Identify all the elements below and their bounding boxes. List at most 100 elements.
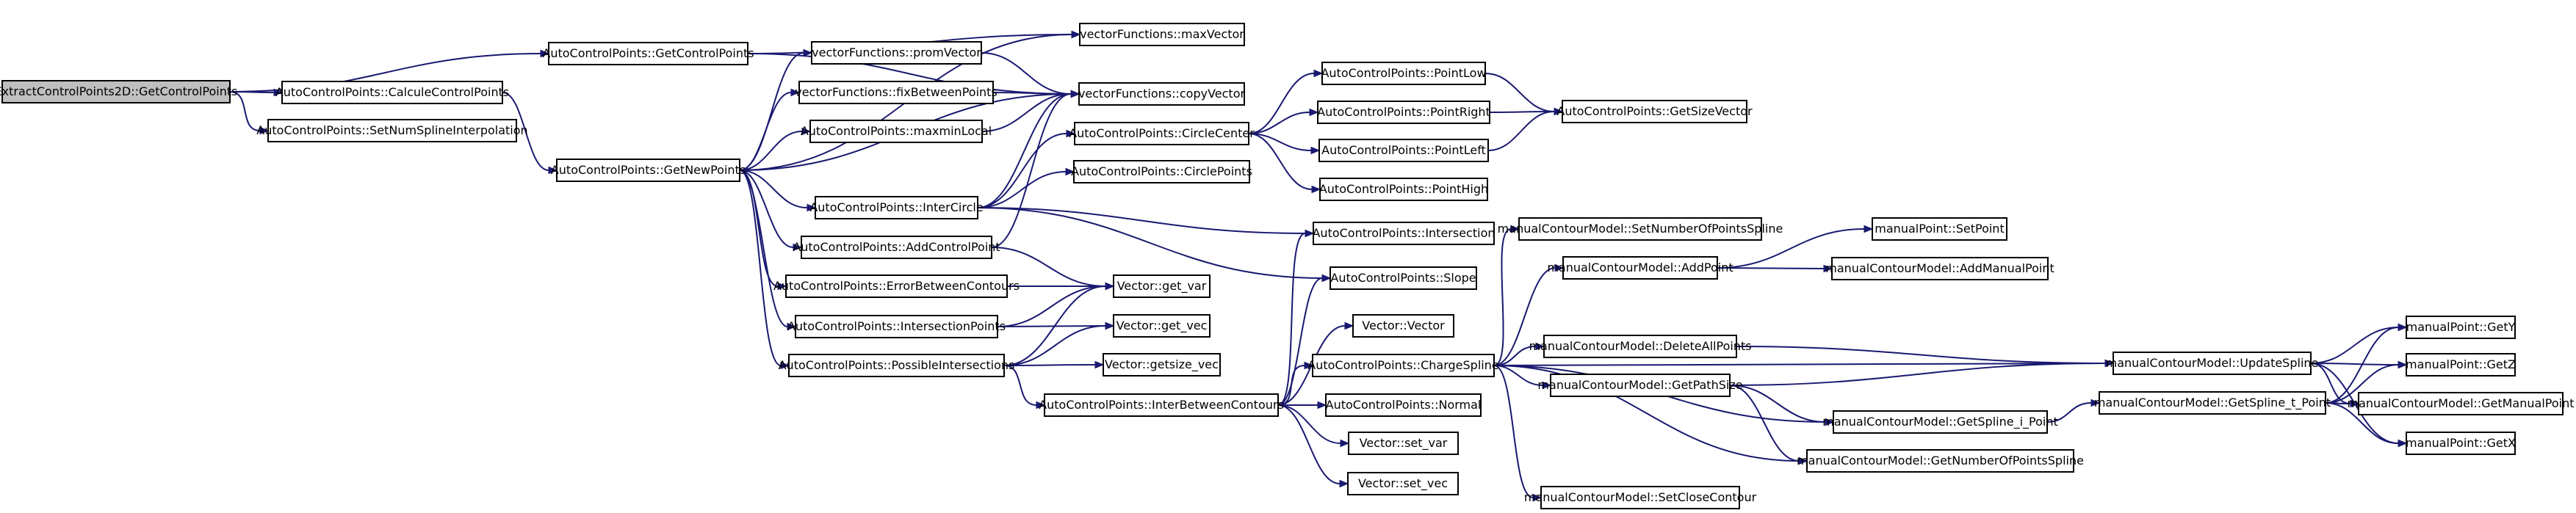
node-autocontrolpoints-getsizevector[interactable]: AutoControlPoints::GetSizeVector <box>1556 100 1753 123</box>
node-manualcontourmodel-getspline-i-point[interactable]: manualContourModel::GetSpline_i_Point <box>1822 410 2058 434</box>
edge-arrowhead <box>1311 185 1321 194</box>
node-vectorfunctions-copyvector[interactable]: vectorFunctions::copyVector <box>1078 82 1246 106</box>
node-manualpoint-getx[interactable]: manualPoint::GetX <box>2406 432 2516 455</box>
node-autocontrolpoints-pointhigh[interactable]: AutoControlPoints::PointHigh <box>1319 178 1488 201</box>
node-manualcontourmodel-deleteallpoints[interactable]: manualContourModel::DeleteAllPoints <box>1529 335 1752 358</box>
edge-line <box>739 170 808 208</box>
node-manualcontourmodel-getmanualpoint[interactable]: manualContourModel::GetManualPoint <box>2347 392 2575 415</box>
node-autocontrolpoints-possibleintersections[interactable]: AutoControlPoints::PossibleIntersections <box>779 354 1015 377</box>
node-vector-vector[interactable]: Vector::Vector <box>1352 314 1454 338</box>
edge-line <box>1277 365 1305 406</box>
node-label: Vector::set_vec <box>1358 476 1448 491</box>
node-box <box>1074 122 1249 145</box>
node-autocontrolpoints-intersection[interactable]: AutoControlPoints::Intersection <box>1312 222 1496 245</box>
edge-possible-to-getsizevec <box>1003 360 1105 369</box>
node-box <box>1833 410 2048 434</box>
node-autocontrolpoints-normal[interactable]: AutoControlPoints::Normal <box>1325 393 1482 417</box>
node-label: Vector::get_var <box>1117 279 1207 294</box>
edge-line <box>1493 267 1556 366</box>
node-manualpoint-gety[interactable]: manualPoint::GetY <box>2406 316 2516 339</box>
node-autocontrolpoints-getcontrolpoints[interactable]: AutoControlPoints::GetControlPoints <box>542 42 754 65</box>
node-autocontrolpoints-slope[interactable]: AutoControlPoints::Slope <box>1330 266 1477 290</box>
edge-interbetween-to-slope <box>1277 274 1332 406</box>
edge-line <box>1729 385 1826 423</box>
node-vectorfunctions-fixbetweenpoints[interactable]: vectorFunctions::fixBetweenPoints <box>795 81 997 104</box>
edge-intercircle-to-circlecenter <box>977 129 1076 208</box>
edge-pointleft-to-getsize <box>1487 107 1564 151</box>
node-box <box>1044 393 1279 417</box>
edge-line <box>1484 73 1555 112</box>
node-manualcontourmodel-addpoint[interactable]: manualContourModel::AddPoint <box>1547 256 1733 280</box>
edge-addpoint-to-mp_setpoint <box>1717 225 1874 269</box>
node-autocontrolpoints-addcontrolpoint[interactable]: AutoControlPoints::AddControlPoint <box>793 236 1000 259</box>
edge-arrowhead <box>1105 321 1115 330</box>
node-autocontrolpoints-calculecontrolpoints[interactable]: AutoControlPoints::CalculeControlPoints <box>275 81 509 104</box>
node-box <box>2358 392 2564 415</box>
node-extractcontrolpoints2d-getcontrolpoints[interactable]: ExtractControlPoints2D::GetControlPoints <box>0 80 237 103</box>
node-autocontrolpoints-circlepoints[interactable]: AutoControlPoints::CirclePoints <box>1071 160 1252 183</box>
node-autocontrolpoints-getnewpoints[interactable]: AutoControlPoints::GetNewPoints <box>551 159 746 182</box>
node-autocontrolpoints-pointlow[interactable]: AutoControlPoints::PointLow <box>1321 62 1487 85</box>
edge-arrowhead <box>259 126 270 135</box>
edge-arrowhead <box>540 49 550 58</box>
node-autocontrolpoints-intersectionpoints[interactable]: AutoControlPoints::IntersectionPoints <box>787 315 1006 338</box>
node-autocontrolpoints-maxminlocal[interactable]: AutoControlPoints::maxminLocal <box>801 120 992 143</box>
edge-line <box>977 93 1072 208</box>
node-autocontrolpoints-circlecenter[interactable]: AutoControlPoints::CircleCenter <box>1069 122 1255 145</box>
node-vector-set-var[interactable]: Vector::set_var <box>1348 432 1459 455</box>
node-autocontrolpoints-errorbetweencontours[interactable]: AutoControlPoints::ErrorBetweenContours <box>773 274 1020 298</box>
node-label: manualContourModel::SetCloseContour <box>1524 490 1757 504</box>
node-label: manualPoint::SetPoint <box>1875 222 2004 236</box>
edge-calc-to-getnew <box>502 92 558 175</box>
edge-getnew-to-possible <box>739 170 790 370</box>
edge-arrowhead <box>1339 479 1349 488</box>
node-manualcontourmodel-getpathsize[interactable]: manualContourModel::GetPathSize <box>1537 374 1743 397</box>
edge-getpathsize-to-getnumberofpoints <box>1729 385 1808 465</box>
node-vector-set-vec[interactable]: Vector::set_vec <box>1347 472 1459 495</box>
node-label: AutoControlPoints::ErrorBetweenContours <box>773 279 1020 293</box>
edge-arrowhead <box>1554 263 1565 272</box>
edge-circlecenter-to-pointhigh <box>1248 133 1321 194</box>
node-label: manualContourModel::GetSpline_t_Point <box>2094 396 2331 410</box>
node-manualcontourmodel-addmanualpoint[interactable]: manualContourModel::AddManualPoint <box>1825 257 2054 280</box>
edge-arrowhead <box>803 48 813 57</box>
node-autocontrolpoints-chargespline[interactable]: AutoControlPoints::ChargeSpline <box>1307 354 1499 377</box>
node-manualcontourmodel-getspline-t-point[interactable]: manualContourModel::GetSpline_t_Point <box>2094 391 2331 415</box>
node-label: AutoControlPoints::PointLow <box>1321 66 1486 80</box>
node-label: AutoControlPoints::PointLeft <box>1321 143 1486 157</box>
node-vector-get-var[interactable]: Vector::get_var <box>1113 274 1211 298</box>
node-vectorfunctions-maxvector[interactable]: vectorFunctions::maxVector <box>1079 23 1245 46</box>
node-autocontrolpoints-pointright[interactable]: AutoControlPoints::PointRight <box>1317 101 1490 124</box>
node-autocontrolpoints-pointleft[interactable]: AutoControlPoints::PointLeft <box>1318 139 1489 162</box>
edge-arrowhead <box>1310 146 1321 155</box>
node-vector-getsize-vec[interactable]: Vector::getsize_vec <box>1103 353 1221 376</box>
node-manualcontourmodel-updatespline[interactable]: manualContourModel::UpdateSpline <box>2106 352 2319 375</box>
edge-line <box>1736 346 2106 364</box>
node-autocontrolpoints-setnumsplineinterpolation[interactable]: AutoControlPoints::SetNumSplineInterpola… <box>256 119 528 142</box>
node-manualcontourmodel-getnumberofpointsspline[interactable]: manualContourModel::GetNumberOfPointsSpl… <box>1797 449 2084 473</box>
node-manualcontourmodel-setnumberofpointsspline[interactable]: manualContourModel::SetNumberOfPointsSpl… <box>1498 217 1783 241</box>
node-vector-get-vec[interactable]: Vector::get_vec <box>1113 314 1211 338</box>
node-manualpoint-getz[interactable]: manualPoint::GetZ <box>2406 353 2516 376</box>
edge-line <box>2046 402 2092 423</box>
edge-line <box>1717 228 1865 269</box>
edge-intercircle-to-circlepoints <box>977 167 1075 208</box>
node-label: ExtractControlPoints2D::GetControlPoints <box>0 84 237 98</box>
node-label: AutoControlPoints::InterCircle <box>809 200 983 214</box>
edge-arrowhead <box>1542 381 1552 390</box>
node-manualpoint-setpoint[interactable]: manualPoint::SetPoint <box>1872 217 2007 241</box>
node-autocontrolpoints-interbetweencontours[interactable]: AutoControlPoints::InterBetweenContours <box>1039 393 1284 417</box>
edge-arrowhead <box>1510 225 1520 233</box>
edge-line <box>739 170 794 248</box>
edge-getpathsize-to-getspline_i <box>1729 385 1835 426</box>
node-label: AutoControlPoints::Slope <box>1330 271 1476 285</box>
node-manualcontourmodel-setclosecontour[interactable]: manualContourModel::SetCloseContour <box>1524 486 1757 509</box>
node-box <box>1078 82 1245 106</box>
node-box <box>1831 257 2049 280</box>
node-box <box>1543 335 1737 358</box>
node-vectorfunctions-promvector[interactable]: vectorFunctions::promVector <box>811 41 982 65</box>
edge-arrowhead <box>777 282 787 291</box>
node-autocontrolpoints-intercircle[interactable]: AutoControlPoints::InterCircle <box>809 196 984 219</box>
node-box <box>2099 391 2326 415</box>
